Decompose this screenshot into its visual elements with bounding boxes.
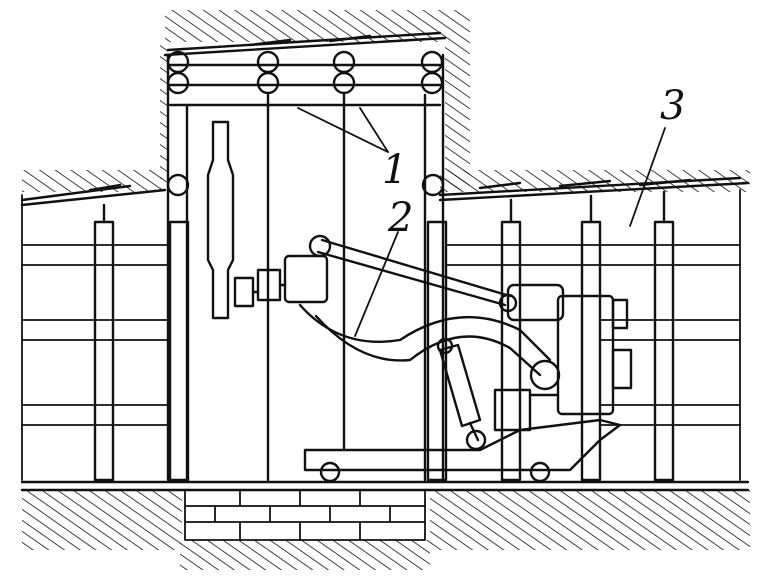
callout-2-label: 2 (388, 195, 414, 241)
ground-hatching (22, 10, 750, 570)
shaft-guides (166, 53, 445, 482)
floor (20, 480, 750, 492)
callout-1-label: 1 (382, 147, 408, 193)
machine-body (493, 294, 633, 432)
roof-support-right (438, 176, 750, 202)
brick-foundation (184, 489, 426, 541)
props (93, 190, 675, 482)
callout-3-label: 3 (660, 83, 686, 129)
roof-support-left (20, 183, 167, 207)
support-rollers (166, 50, 445, 197)
trolley (303, 418, 622, 483)
workpiece (206, 120, 282, 320)
manipulator-arm (278, 234, 565, 391)
roof-support-center (163, 31, 447, 57)
leader-lines (297, 107, 666, 337)
lagging-lines (21, 189, 741, 481)
